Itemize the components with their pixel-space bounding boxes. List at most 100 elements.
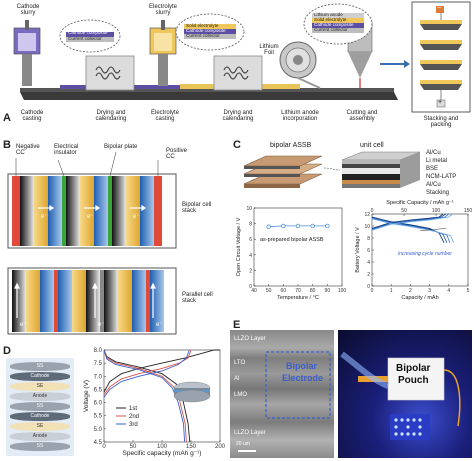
bubble2-line2: Cathode composite <box>186 28 226 33</box>
y-tick-label: 8 <box>367 236 370 242</box>
y-tick-label: 6 <box>367 248 370 254</box>
y-tick-label: 4.5 <box>94 440 103 446</box>
bipolar-electrode-line1: Bipolar <box>286 361 318 371</box>
sem-layer-lto: LTO <box>234 360 246 366</box>
negative-cc-label: Negative CC <box>16 144 40 157</box>
assb-artwork <box>243 151 421 188</box>
annotation-arrow <box>419 228 447 232</box>
x2-tick-label: 100 <box>432 208 441 214</box>
electron-label-1: e⁻ <box>41 214 48 220</box>
electron-label-2: e⁻ <box>87 214 94 220</box>
coin-layer-4: Anode <box>10 392 70 401</box>
pouch-label-line1: Bipolar <box>396 363 431 374</box>
panel-b: B <box>0 138 228 344</box>
y-tick-label: 8 <box>249 222 252 228</box>
electron-label-5: e⁻ <box>98 322 105 328</box>
layer-label-alcu-top: Al/Cu <box>426 150 441 156</box>
x-tick-label: 4 <box>447 288 450 294</box>
panel-label-a: A <box>3 112 11 124</box>
coin-layer-7: SE <box>10 422 70 431</box>
stack-plus-label: + <box>438 99 443 106</box>
step-label-7: Stacking and packing <box>423 116 459 129</box>
drying-oven-1 <box>85 55 135 91</box>
y-tick-label: 6.5 <box>94 387 103 393</box>
y-tick-label: 10 <box>364 224 370 230</box>
x-tick-label: 1 <box>390 288 393 294</box>
pouch-label-line2: Pouch <box>398 375 429 386</box>
sem-layer-llzo-bottom: LLZO Layer <box>234 430 266 436</box>
layer-label-bse: BSE <box>426 166 439 172</box>
bubble1-line1: Cathode composite <box>68 30 108 35</box>
y-tick-label: 5.5 <box>94 414 103 420</box>
panel-a: A <box>0 0 474 136</box>
x-tick-label: 100 <box>157 444 168 450</box>
electrical-insulator-label: Electrical insulator <box>54 144 79 157</box>
discharge-curve <box>371 217 448 243</box>
ocv-data-point <box>281 223 286 229</box>
y-tick-label: 2 <box>367 272 370 278</box>
lithium-foil-roll <box>279 41 321 89</box>
panel-d: D SS Cathode SE Anode SS Cathode SE Anod… <box>0 344 228 461</box>
step-label-6: Cutting and assembly <box>346 110 378 123</box>
x-tick-label: 90 <box>325 288 331 294</box>
x-tick-label: 0 <box>102 444 106 450</box>
bipolar-plate-label: Bipolar plate <box>104 144 138 150</box>
bubble1-line2: Current collector <box>68 36 102 41</box>
y-tick-label: 8.0 <box>94 348 103 354</box>
charge-curve <box>371 213 444 229</box>
conveyor-belt <box>20 92 398 100</box>
step-label-2: Drying and calendaring <box>95 110 127 123</box>
unit-cell-illustration <box>341 151 421 188</box>
series-2nd-discharge <box>103 349 187 443</box>
bv-annotation: increasing cycle number <box>398 251 452 257</box>
y-tick-label: 4 <box>367 260 370 266</box>
x2-tick-label: 0 <box>371 208 374 214</box>
y-axis-label: Open Circuit Voltage / V <box>236 217 242 276</box>
y-tick-label: 2 <box>249 268 252 274</box>
positive-cc-label: Positive CC <box>166 148 188 161</box>
cell-stacks-artwork <box>7 151 177 335</box>
drying-oven-2 <box>213 55 263 91</box>
x-axis-label: Temperature / °C <box>277 295 319 301</box>
step-label-5: Lithium anode incorporation <box>281 110 319 123</box>
charge-curve <box>371 213 450 230</box>
bipolar-electrode-box <box>238 351 331 452</box>
series-2nd-charge <box>103 349 192 395</box>
stacked-cells <box>420 20 462 90</box>
panel-c: C bipolar ASSB unit cell Al/Cu Li metal … <box>230 138 474 308</box>
y-tick-label: 5.0 <box>94 427 103 433</box>
ocv-data-point <box>295 223 301 229</box>
series-3rd-discharge <box>103 349 186 443</box>
coin-stack: SS Cathode SE Anode SS Cathode SE Anode … <box>10 362 70 452</box>
sem-layer-al: Al <box>234 376 240 382</box>
electron-label-4: e⁻ <box>20 322 27 328</box>
x-tick-label: 5 <box>467 288 470 294</box>
y-tick-label: 0 <box>249 284 252 290</box>
ocv-data-point <box>310 223 315 229</box>
lithium-foil-label: Lithium Foil <box>259 44 279 57</box>
leader-lines <box>15 151 159 177</box>
series-1st-discharge <box>103 349 191 443</box>
coin-layer-5: SS <box>10 402 70 411</box>
panel-label-c: C <box>233 139 241 151</box>
cathode-slurry-dispenser <box>13 20 41 86</box>
sem-layer-lmo: LMO <box>234 392 248 398</box>
layer-label-alcu-bottom: Al/Cu <box>426 182 441 188</box>
electron-arrows <box>14 204 156 318</box>
x-tick-label: 3 <box>428 288 431 294</box>
bubble3-line1: Lithium anode <box>314 12 343 17</box>
cathode-slurry-label: Cathode slurry <box>16 4 40 17</box>
step-label-3: Electrolyte casting <box>150 110 179 123</box>
x-axis-label: Specific capacity (mAh g⁻¹) <box>123 450 202 457</box>
parallel-stack-layers <box>12 270 164 332</box>
y-axis-label: Voltage (V) <box>83 380 90 412</box>
electron-label-6: e⁻ <box>156 322 163 328</box>
bubble3-line3: Cathode composite <box>314 22 354 27</box>
x2-axis-label: Specific Capacity / mAh g⁻¹ <box>386 200 454 206</box>
y-tick-label: 7.5 <box>94 361 103 367</box>
x-tick-label: 70 <box>295 288 301 294</box>
bubble3-line2: Solid electrolyte <box>314 17 347 22</box>
ocv-data-point <box>325 223 330 229</box>
electron-label-3: e⁻ <box>133 214 140 220</box>
